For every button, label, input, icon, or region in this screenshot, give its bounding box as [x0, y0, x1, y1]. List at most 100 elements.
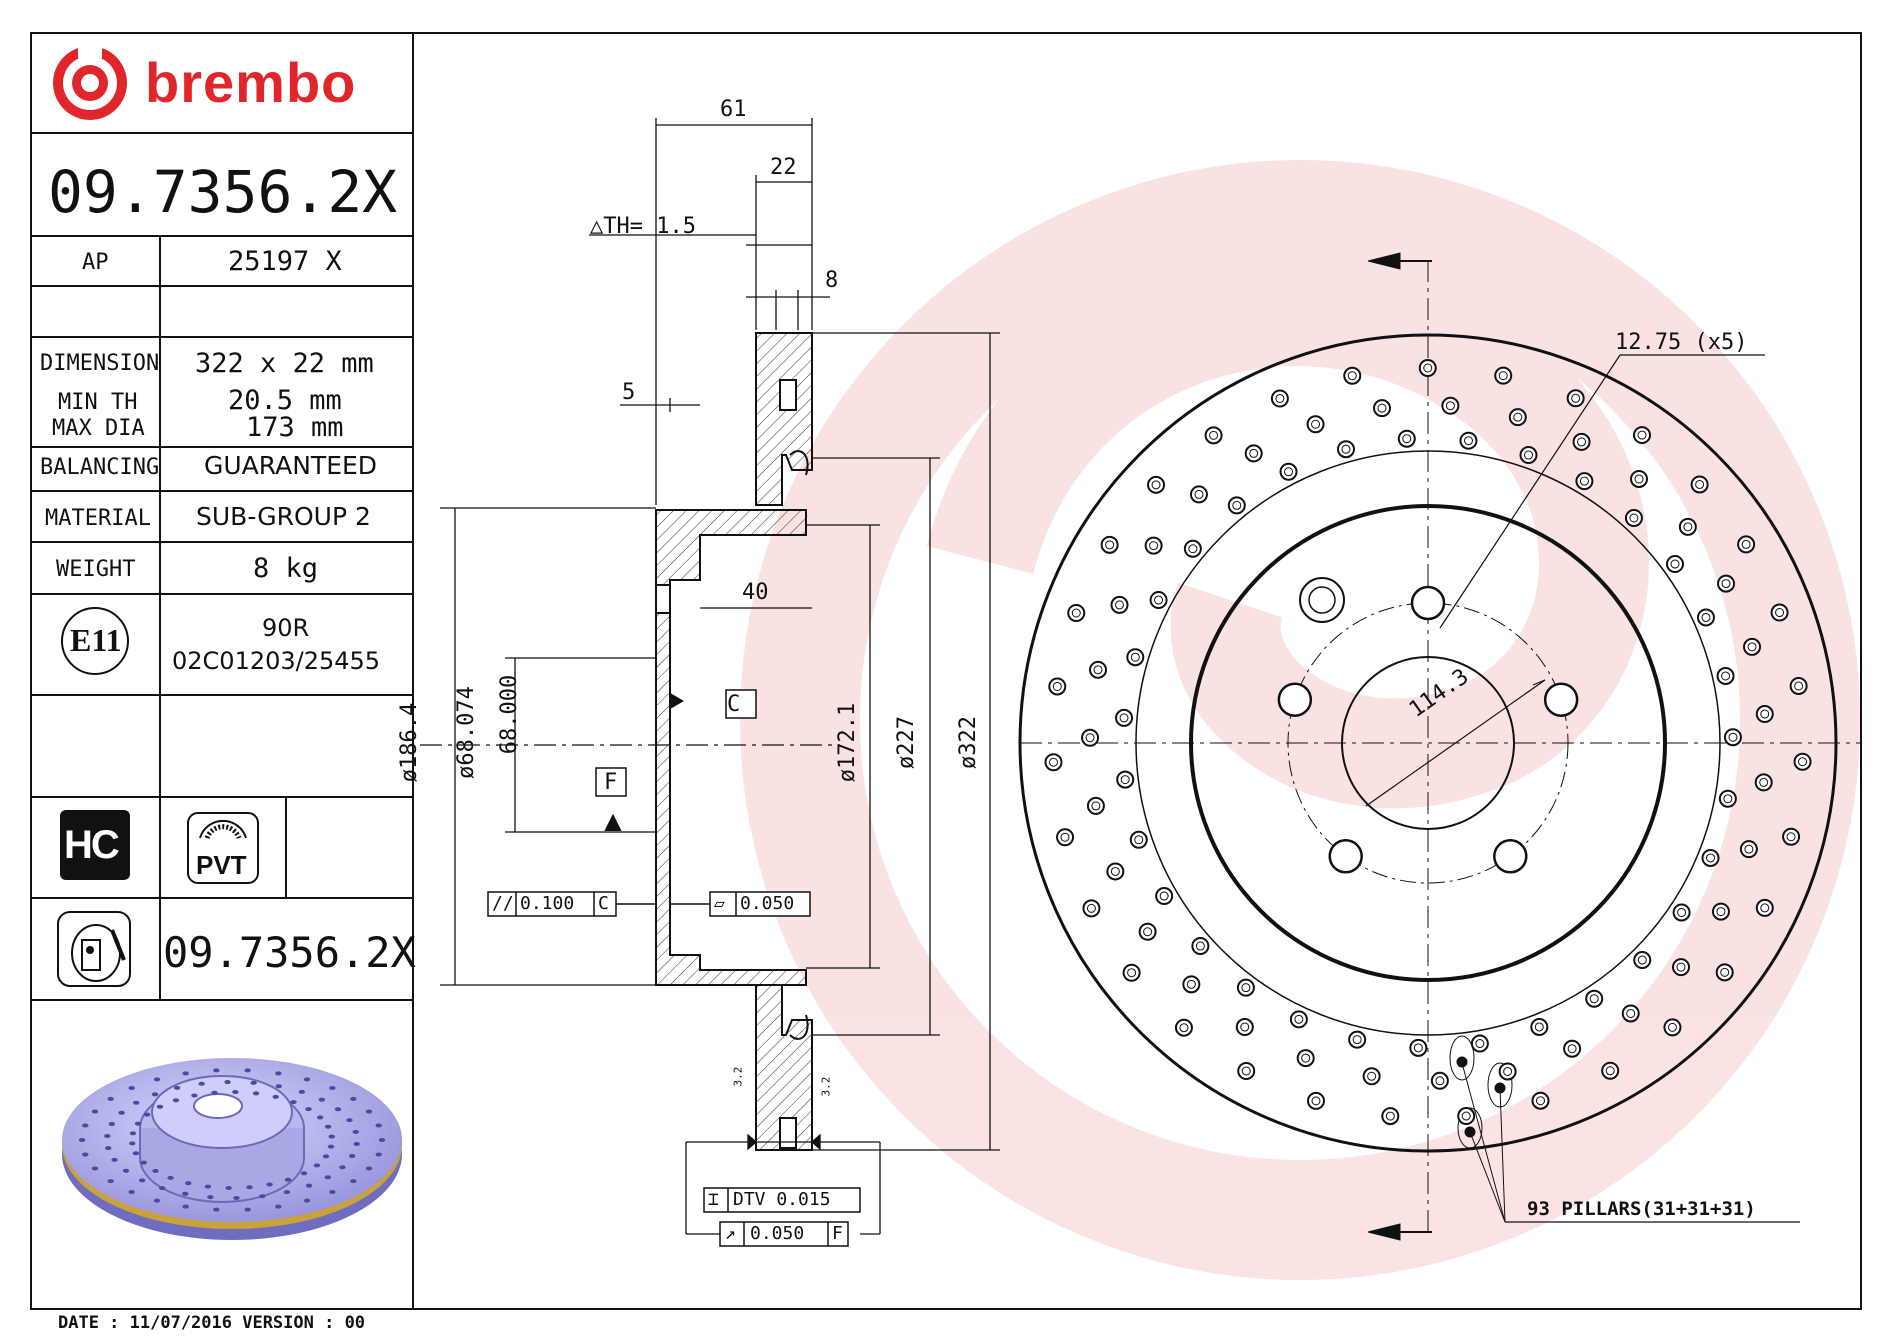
- drill-hole: [1110, 595, 1129, 614]
- render-drill-hole: [107, 1179, 114, 1184]
- approval-code-line2: 02C01203/25455: [172, 647, 381, 675]
- render-drill-hole: [250, 1080, 257, 1085]
- render-drill-hole: [305, 1107, 312, 1112]
- tol-runout-value: 0.050: [750, 1223, 805, 1244]
- bolt-hole: [1493, 839, 1528, 874]
- drill-hole: [1418, 359, 1437, 378]
- render-drill-hole: [111, 1157, 118, 1162]
- hc-badge-icon: [60, 810, 130, 880]
- render-drill-hole: [283, 1190, 291, 1195]
- drill-hole: [1770, 603, 1789, 622]
- hole-size-label: 12.75 (x5): [1615, 330, 1748, 355]
- render-drill-hole: [140, 1160, 147, 1165]
- render-drill-hole: [259, 1194, 266, 1199]
- hc-badge-label: HC: [64, 823, 120, 867]
- drill-hole: [1116, 770, 1135, 789]
- drill-hole: [1086, 796, 1105, 815]
- section-dimensions: [420, 118, 1000, 1151]
- material-value: SUB-GROUP 2: [196, 502, 371, 531]
- drill-hole: [1624, 509, 1643, 528]
- drill-hole: [1755, 898, 1774, 917]
- drill-hole: [1621, 1004, 1640, 1023]
- pvt-badge-label: PVT: [196, 850, 247, 880]
- drill-hole: [1115, 708, 1134, 727]
- drill-hole: [1373, 399, 1392, 418]
- render-drill-hole: [152, 1168, 159, 1173]
- dia-227: ø227: [893, 716, 919, 769]
- render-drill-hole: [318, 1097, 326, 1102]
- drill-hole: [1519, 446, 1538, 465]
- render-drill-hole: [207, 1195, 214, 1200]
- min-th-value: 20.5 mm: [228, 385, 342, 416]
- drill-hole: [1089, 660, 1108, 679]
- drill-hole: [1715, 963, 1734, 982]
- drill-hole: [1155, 887, 1174, 906]
- render-drill-hole: [290, 1100, 297, 1105]
- render-drill-hole: [211, 1090, 218, 1095]
- render-drill-hole: [82, 1123, 89, 1128]
- drill-hole: [1289, 1010, 1308, 1029]
- e11-approval-icon: [61, 607, 129, 675]
- min-th-label: MIN TH: [58, 390, 138, 415]
- render-drill-hole: [151, 1092, 159, 1097]
- drill-hole: [1678, 517, 1697, 536]
- render-drill-hole: [182, 1204, 189, 1209]
- render-drill-hole: [327, 1144, 335, 1149]
- drill-hole: [1147, 475, 1166, 494]
- drill-hole: [1508, 408, 1527, 427]
- max-dia-label: MAX DIA: [52, 416, 145, 441]
- dtv-symbol: ⌶: [708, 1189, 719, 1210]
- drill-hole: [1498, 1062, 1517, 1081]
- render-drill-hole: [213, 1068, 220, 1073]
- drill-hole: [1717, 574, 1736, 593]
- render-drill-hole: [132, 1100, 140, 1105]
- render-drill-hole: [158, 1186, 166, 1191]
- render-drill-hole: [143, 1112, 151, 1117]
- render-drill-hole: [300, 1171, 308, 1176]
- render-drill-hole: [346, 1118, 353, 1123]
- drill-hole: [1204, 426, 1223, 445]
- drill-hole: [1048, 677, 1067, 696]
- drill-hole: [1672, 958, 1691, 977]
- drill-hole: [1457, 1107, 1476, 1126]
- front-view: [1018, 252, 1860, 1241]
- tol-dtv: DTV 0.015: [733, 1189, 831, 1210]
- drill-hole: [1459, 431, 1478, 450]
- drill-hole: [1633, 426, 1652, 445]
- drill-hole: [1149, 591, 1168, 610]
- drill-hole: [1789, 676, 1808, 695]
- cross-drilled-holes: [1044, 359, 1812, 1126]
- render-drill-hole: [128, 1085, 135, 1090]
- bolt-holes: [1277, 585, 1579, 874]
- drill-hole: [1409, 1038, 1428, 1057]
- brand-wordmark: brembo: [145, 51, 357, 114]
- tol-parallel-value: 0.100: [520, 893, 575, 914]
- drill-hole: [1236, 978, 1255, 997]
- drill-hole: [1144, 536, 1163, 555]
- render-drill-hole: [348, 1153, 356, 1158]
- drill-hole: [1563, 1039, 1582, 1058]
- render-drill-hole: [128, 1190, 135, 1195]
- roughness-right: 3.2: [819, 1076, 833, 1097]
- drill-hole: [1690, 475, 1709, 494]
- render-drill-hole: [329, 1190, 336, 1195]
- drill-hole: [1663, 1018, 1682, 1037]
- drill-hole: [1572, 432, 1591, 451]
- render-drill-hole: [339, 1165, 346, 1170]
- drill-hole: [1711, 902, 1730, 921]
- max-dia-value: 173 mm: [246, 412, 344, 443]
- dia-186-4: ø186.4: [397, 702, 423, 783]
- drill-hole: [1122, 963, 1141, 982]
- drill-hole: [1665, 555, 1684, 574]
- drill-hole: [1494, 366, 1513, 385]
- drill-hole: [1343, 366, 1362, 385]
- brembo-logo-icon: [53, 46, 127, 120]
- drill-hole: [1081, 728, 1100, 747]
- drill-hole: [1397, 429, 1416, 448]
- dia-68-074: ø68.074: [453, 686, 479, 779]
- drill-hole: [1575, 472, 1594, 491]
- approval-code-line1: 90R: [262, 614, 310, 642]
- dim-61: 61: [720, 97, 747, 122]
- drill-hole: [1174, 1018, 1193, 1037]
